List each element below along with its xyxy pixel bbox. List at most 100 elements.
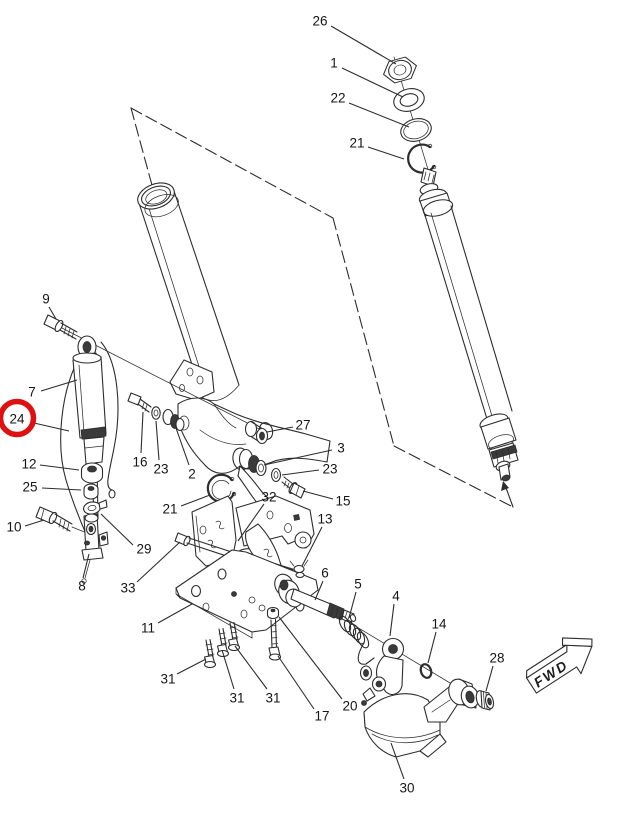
callout-leader-line (302, 490, 334, 500)
callout-label-2: 2 (188, 467, 196, 482)
callout-leader-line (82, 553, 90, 579)
callout-leader-line (234, 645, 268, 690)
nut-25 (83, 483, 99, 500)
knob-28 (475, 690, 495, 711)
link-8 (81, 513, 109, 584)
callout-leader-line (155, 420, 160, 461)
hex-nut-26 (383, 56, 417, 84)
callout-leader-line (48, 306, 57, 320)
callout-leader-line (263, 449, 333, 466)
callout-leader-line (341, 67, 404, 98)
callout-label-21: 21 (162, 502, 177, 517)
bushing-2 (162, 408, 185, 432)
bolt-17 (268, 618, 282, 661)
callout-leader-line (427, 631, 437, 664)
callout-label-24: 24 (9, 412, 25, 427)
callout-label-31: 31 (265, 691, 280, 706)
callout-leader-line (176, 658, 207, 675)
callout-label-23: 23 (322, 462, 337, 477)
bolt-10 (35, 506, 88, 534)
callout-label-9: 9 (42, 292, 50, 307)
callout-leader-line (40, 379, 78, 392)
callout-label-29: 29 (136, 542, 151, 557)
callout-leader-line (237, 503, 265, 542)
damper-piston (83, 436, 105, 465)
callout-label-4: 4 (392, 589, 400, 604)
spring-5 (338, 615, 375, 665)
callout-leader-line (390, 742, 405, 780)
pedal-heel (419, 733, 447, 758)
callout-leader-line (281, 469, 320, 476)
callout-leader-line (278, 616, 343, 700)
callout-label-1: 1 (330, 56, 338, 71)
callout-label-33: 33 (120, 581, 135, 596)
callout-leader-line (180, 494, 211, 507)
callout-label-20: 20 (342, 699, 357, 714)
callout-label-22: 22 (330, 91, 345, 106)
bolt-15 (281, 476, 306, 499)
fwd-arrow: FWD (526, 637, 593, 694)
nut-20 (266, 606, 280, 619)
callout-leader-line (100, 513, 134, 546)
callout-label-26: 26 (312, 14, 327, 29)
bolt-16 (127, 392, 152, 413)
bushing-3 (238, 448, 267, 477)
callout-label-10: 10 (6, 520, 21, 535)
callout-label-6: 6 (321, 566, 329, 581)
callout-leader-line (157, 603, 193, 624)
highlight-circle (0, 398, 37, 438)
callout-leader-line (389, 603, 395, 637)
pedal-support-casting (177, 397, 331, 505)
shaft-6 (274, 573, 357, 624)
pedal-30 (363, 678, 480, 758)
callout-leader-line (330, 25, 397, 65)
snap-ring-21-lower (206, 473, 237, 503)
damper-assembly (60, 335, 119, 559)
cable-loop-right (100, 341, 119, 491)
washer-23-left (151, 406, 161, 420)
callout-label-31: 31 (160, 672, 175, 687)
callout-label-21: 21 (349, 136, 364, 151)
damper-band (80, 426, 107, 440)
callout-leader-line (221, 649, 235, 690)
ring-22 (400, 118, 432, 142)
callout-leader-line (175, 427, 190, 466)
tube-clamp-bracket (169, 359, 215, 401)
callout-label-27: 27 (295, 418, 310, 433)
spring-wire-end (357, 642, 375, 665)
washer-1 (393, 88, 425, 112)
damper-cylinder (72, 356, 107, 439)
callout-leader-line (348, 591, 357, 619)
callout-label-5: 5 (354, 577, 362, 592)
callout-leader-line (301, 526, 323, 567)
callout-label-8: 8 (78, 579, 86, 594)
right-control-rod (418, 167, 519, 482)
callout-label-28: 28 (489, 651, 504, 666)
callout-leader-line (41, 487, 82, 491)
callout-label-14: 14 (431, 617, 447, 632)
bushing-27 (244, 420, 269, 445)
callout-leader-line (314, 580, 324, 601)
washer-12 (80, 462, 104, 484)
bell-crank-4 (359, 637, 405, 706)
callout-leader-line (136, 541, 181, 583)
callout-label-7: 7 (28, 385, 36, 400)
callout-label-25: 25 (22, 480, 37, 495)
callout-leader-line (140, 411, 144, 454)
clamp-13 (289, 559, 309, 579)
cable-eyelet (108, 489, 116, 499)
callout-leader-line (367, 146, 405, 160)
cable-loop-left (60, 355, 87, 535)
screw-31-a (203, 638, 217, 669)
callout-leader-line (485, 665, 494, 692)
callout-label-23: 23 (153, 462, 168, 477)
arrowhead-icon (501, 481, 509, 491)
callout-label-32: 32 (261, 490, 276, 505)
clamp-29 (83, 499, 108, 515)
callout-label-17: 17 (314, 709, 329, 724)
callout-label-30: 30 (399, 781, 414, 796)
callout-label-12: 12 (21, 457, 36, 472)
